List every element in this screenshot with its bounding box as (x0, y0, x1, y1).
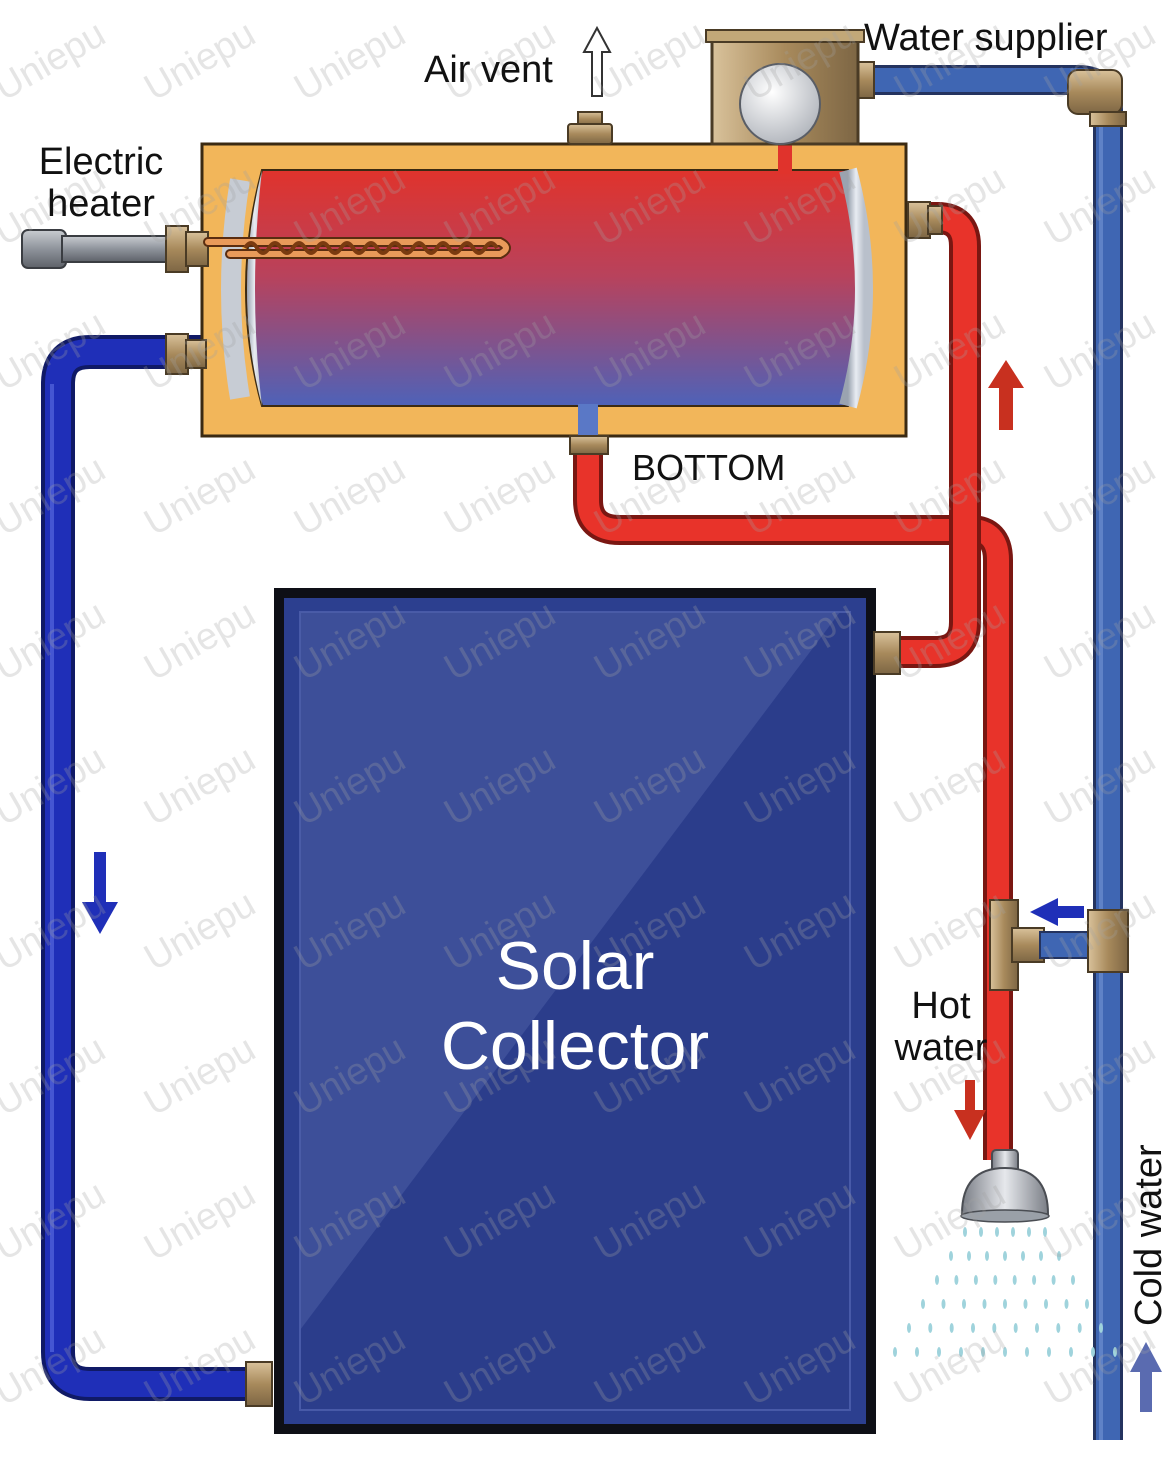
water-droplet (1003, 1347, 1007, 1357)
water-droplet (1099, 1323, 1103, 1333)
hot-water-label-line2: water (894, 1027, 988, 1069)
water-droplet (949, 1323, 954, 1333)
water-droplet (954, 1275, 959, 1285)
cold-return-pipe (41, 335, 252, 1401)
water-droplet (1039, 1251, 1043, 1261)
water-droplet (893, 1347, 897, 1357)
water-droplet (1057, 1251, 1061, 1261)
water-droplet (967, 1251, 971, 1261)
water-droplet (981, 1347, 985, 1357)
cold-water-label: Cold water (1128, 1144, 1169, 1326)
water-droplet (1032, 1275, 1037, 1285)
water-droplet (963, 1227, 967, 1237)
water-droplet (1071, 1275, 1075, 1285)
arrow-down-icon (82, 852, 118, 934)
air-vent-valve (567, 111, 613, 145)
water-droplet (1047, 1347, 1051, 1357)
water-droplet (1003, 1251, 1007, 1261)
water-droplet (1012, 1275, 1017, 1285)
collector-return-pipe (573, 448, 1013, 1160)
storage-tank (200, 142, 908, 438)
water-spray-icon (893, 1227, 1117, 1357)
water-droplet (1025, 1347, 1029, 1357)
water-droplet (1035, 1323, 1039, 1333)
electric-heater-label-line1: Electric (38, 141, 164, 183)
water-droplet (1064, 1299, 1069, 1309)
water-droplet (1051, 1275, 1056, 1285)
water-droplet (907, 1323, 911, 1333)
arrow-left-icon (1030, 898, 1084, 926)
water-droplet (1021, 1251, 1025, 1261)
arrow-down-icon (954, 1080, 986, 1140)
water-droplet (941, 1299, 946, 1309)
water-droplet (979, 1227, 983, 1237)
collector-flow-pipe (878, 202, 981, 668)
water-droplet (985, 1251, 989, 1261)
water-droplet (962, 1299, 966, 1309)
water-droplet (935, 1275, 939, 1285)
hot-water-label-line1: Hot (911, 985, 971, 1027)
shower-head-icon (960, 1149, 1050, 1223)
water-droplet (959, 1347, 963, 1357)
water-droplet (915, 1347, 919, 1357)
water-droplet (1023, 1299, 1028, 1309)
water-droplet (992, 1323, 997, 1333)
water-droplet (1091, 1347, 1095, 1357)
electric-heater-element (21, 225, 511, 273)
water-droplet (928, 1323, 933, 1333)
solar-collector-label-line2: Collector (440, 1008, 710, 1084)
water-droplet (1011, 1227, 1015, 1237)
water-droplet (921, 1299, 925, 1309)
water-droplet (1069, 1347, 1073, 1357)
cold-water-supply-pipe (851, 61, 1127, 1440)
water-droplet (1027, 1227, 1031, 1237)
water-droplet (982, 1299, 987, 1309)
water-droplet (1003, 1299, 1007, 1309)
water-droplet (1113, 1347, 1117, 1357)
arrow-up-icon (582, 25, 612, 97)
electric-heater-label-line2: heater (47, 183, 155, 225)
mixing-valve (989, 899, 1129, 991)
tank-fittings (165, 201, 943, 455)
water-droplet (973, 1275, 978, 1285)
arrow-up-icon (1130, 1342, 1162, 1412)
solar-collector-label-line1: Solar (495, 928, 655, 1004)
water-droplet (993, 1275, 998, 1285)
solar-collector-panel (245, 588, 901, 1434)
water-droplet (1056, 1323, 1061, 1333)
bottom-label: BOTTOM (632, 447, 786, 488)
water-droplet (1085, 1299, 1089, 1309)
water-droplet (995, 1227, 999, 1237)
water-droplet (937, 1347, 941, 1357)
float-valve-box (705, 29, 865, 146)
water-droplet (1044, 1299, 1048, 1309)
water-droplet (1013, 1323, 1018, 1333)
arrow-up-icon (988, 360, 1024, 430)
water-droplet (1077, 1323, 1082, 1333)
air-vent-label: Air vent (424, 49, 553, 91)
water-supplier-label: Water supplier (864, 17, 1108, 59)
water-droplet (971, 1323, 975, 1333)
water-droplet (1043, 1227, 1047, 1237)
water-droplet (949, 1251, 953, 1261)
